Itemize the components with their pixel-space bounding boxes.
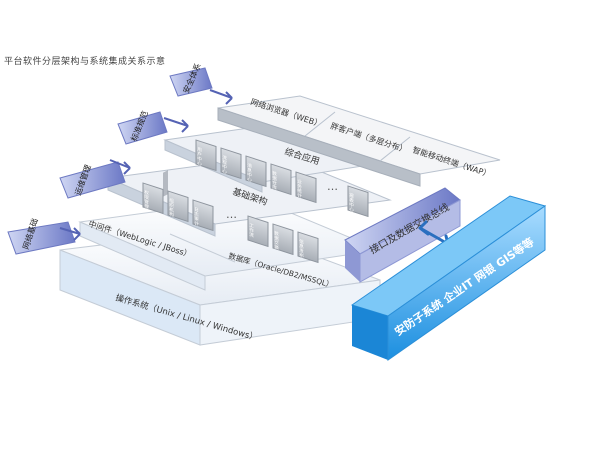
platform-ellipsis: … bbox=[226, 208, 237, 221]
app-modules: 用户中心 流程中心 消息中心 数据仓库 业务统计 … 报表中心 bbox=[195, 139, 369, 218]
platform-module-label: 数据交换 bbox=[274, 229, 279, 251]
platform-module: 工作流 bbox=[247, 215, 269, 248]
app-module: 流程中心 bbox=[220, 147, 242, 180]
app-module-label: 业务统计 bbox=[297, 177, 302, 199]
arrow-right-icon bbox=[59, 227, 81, 241]
platform-module-label: 日志审计 bbox=[194, 206, 199, 227]
platform-module: 权限管理 bbox=[142, 170, 168, 215]
platform-module: 信息发布 bbox=[297, 231, 319, 264]
app-module: 数据仓库 bbox=[270, 163, 292, 196]
platform-module: 组织机构 bbox=[167, 190, 189, 223]
app-module-label: 报表中心 bbox=[349, 191, 354, 212]
app-module: 业务统计 bbox=[295, 171, 317, 204]
platform-module-label: 组织机构 bbox=[169, 196, 174, 218]
app-module-label: 数据仓库 bbox=[272, 169, 277, 191]
integration-bus: 接口及数据交换总线 bbox=[344, 187, 461, 283]
arrow-right-icon bbox=[163, 117, 189, 133]
app-ellipsis: … bbox=[327, 180, 338, 193]
exchange-arrow-icon bbox=[418, 220, 450, 248]
platform-module: 数据交换 bbox=[272, 223, 294, 256]
app-module-label: 用户中心 bbox=[197, 146, 202, 166]
app-module: 消息中心 bbox=[245, 155, 267, 188]
platform-module-label: 权限管理 bbox=[144, 188, 149, 209]
platform-module-label: 信息发布 bbox=[299, 237, 304, 259]
arrow-right-icon bbox=[109, 159, 131, 175]
platform-module-label: 工作流 bbox=[249, 222, 254, 239]
platform-modules: 权限管理 组织机构 日志审计 … 工作流 数据交换 信息发布 bbox=[142, 170, 319, 264]
diagram-caption: 平台软件分层架构与系统集成关系示意 bbox=[4, 57, 166, 67]
app-module-label: 流程中心 bbox=[222, 153, 227, 174]
app-module: 报表中心 bbox=[347, 185, 369, 218]
app-module: 用户中心 bbox=[195, 139, 217, 172]
arrow-right-icon bbox=[209, 89, 233, 105]
platform-module: 日志审计 bbox=[192, 199, 214, 232]
app-module-label: 消息中心 bbox=[247, 161, 252, 182]
